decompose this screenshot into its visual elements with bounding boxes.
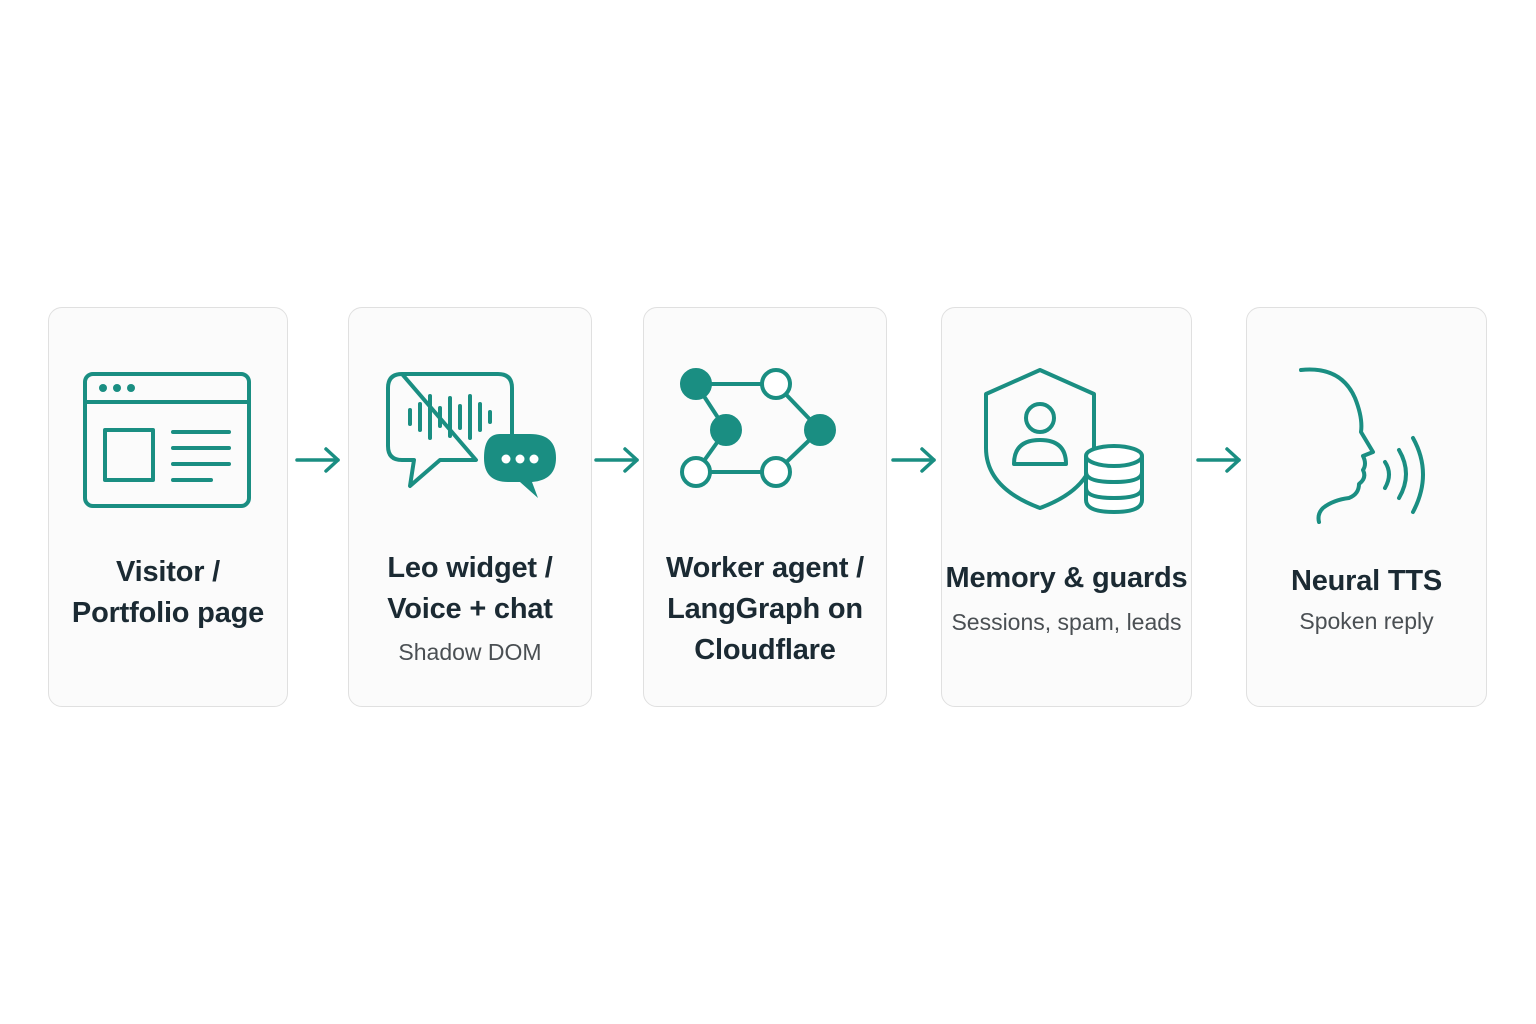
step-card-worker: Worker agent / LangGraph on Cloudflare: [643, 307, 887, 707]
step-title: Visitor / Portfolio page: [71, 556, 265, 629]
step-title: Neural TTS: [1290, 565, 1443, 597]
graph-nodes-icon: [680, 368, 836, 488]
arrow-icon: [1196, 447, 1241, 473]
step-card-memory: Memory & guards Sessions, spam, leads: [941, 307, 1192, 707]
arrow-icon: [891, 447, 936, 473]
step-title: Leo widget / Voice + chat: [387, 552, 553, 625]
step-title: Worker agent / LangGraph on Cloudflare: [665, 552, 865, 666]
step-card-visitor: Visitor / Portfolio page: [48, 307, 288, 707]
speaking-head-icon: [1298, 367, 1425, 524]
shield-user-database-icon: [983, 368, 1144, 515]
arrow-icon: [295, 447, 340, 473]
step-card-widget: Leo widget / Voice + chat Shadow DOM: [348, 307, 592, 707]
step-title: Memory & guards: [945, 562, 1188, 594]
arrow-icon: [594, 447, 639, 473]
step-subtitle: Shadow DOM: [398, 639, 542, 665]
step-subtitle: Sessions, spam, leads: [951, 609, 1182, 635]
step-subtitle: Spoken reply: [1299, 608, 1434, 634]
step-card-tts: Neural TTS Spoken reply: [1246, 307, 1487, 707]
browser-window-icon: [83, 372, 251, 508]
voice-chat-bubbles-icon: [386, 372, 556, 498]
